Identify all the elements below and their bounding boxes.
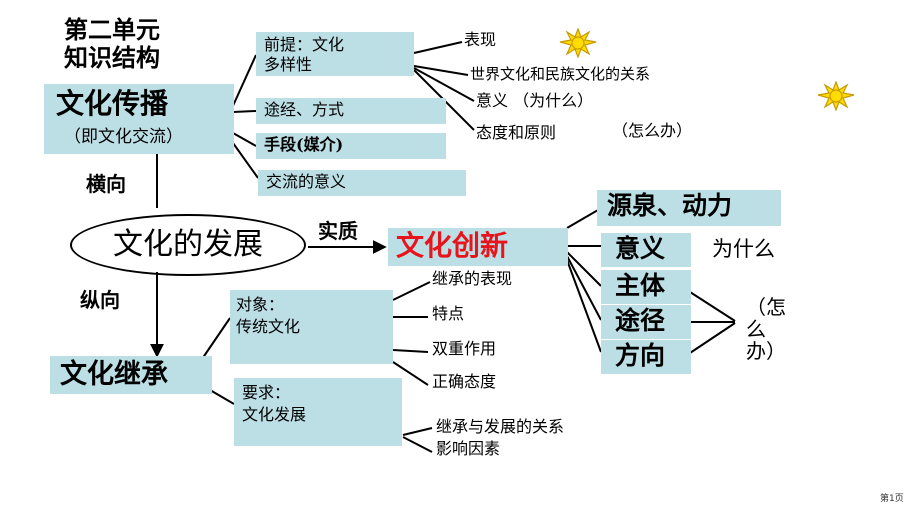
spread-item-way-label: 途经、方式	[264, 100, 345, 119]
innovation-item-subject-label: 主体	[615, 271, 666, 300]
inherit-require: 要求： 文化发展	[234, 378, 402, 446]
innovation-node: 文化创新	[388, 228, 568, 266]
sun-icon	[817, 81, 855, 111]
spread-item-meaning: 交流的意义	[258, 170, 466, 196]
spread-item-premise-line2: 多样性	[264, 55, 313, 74]
center-label: 文化的发展	[113, 227, 263, 262]
sun-icon	[559, 28, 597, 58]
innovation-item-direction: 方向	[601, 340, 691, 374]
spread-item-way: 途经、方式	[256, 98, 446, 124]
innovation-source-label: 源泉、动力	[607, 191, 733, 220]
premise-branch-relation: 世界文化和民族文化的关系	[470, 65, 651, 83]
essence-label: 实质	[318, 219, 358, 243]
inherit-object-line2: 传统文化	[236, 317, 301, 336]
how-note: （怎么办）	[612, 121, 693, 140]
require-branch-factors: 影响因素	[436, 439, 501, 458]
spread-item-medium: 手段(媒介)	[256, 133, 446, 159]
object-branch-attitude: 正确态度	[432, 372, 497, 391]
object-branch-expression: 继承的表现	[432, 269, 513, 288]
vertical-label: 纵向	[80, 288, 120, 312]
innovation-item-meaning-label: 意义	[615, 234, 666, 263]
inherit-node: 文化继承	[50, 356, 212, 394]
innovation-how: （怎么办）	[746, 295, 786, 363]
require-branch-relation: 继承与发展的关系	[436, 417, 565, 436]
innovation-why: 为什么	[712, 237, 775, 261]
unit-title-line2: 知识结构	[64, 43, 160, 72]
premise-branch-meaning: 意义 （为什么）	[476, 91, 594, 110]
spread-title: 文化传播	[56, 87, 169, 120]
object-branch-feature: 特点	[432, 304, 465, 323]
innovation-title: 文化创新	[396, 229, 509, 262]
object-branch-dual-role: 双重作用	[432, 339, 497, 358]
inherit-require-line1: 要求：	[242, 383, 291, 402]
spread-item-meaning-label: 交流的意义	[266, 172, 347, 191]
innovation-item-subject: 主体	[601, 270, 691, 304]
spread-item-premise: 前提：文化 多样性	[256, 32, 414, 76]
page-number: 第1页	[880, 494, 904, 504]
spread-node: 文化传播 （即文化交流）	[44, 84, 234, 154]
innovation-source: 源泉、动力	[597, 190, 781, 226]
horizontal-label: 横向	[86, 172, 126, 196]
innovation-item-direction-label: 方向	[615, 341, 666, 370]
unit-title-line1: 第二单元	[64, 15, 160, 44]
premise-branch-attitude: 态度和原则	[476, 123, 557, 142]
unit-title: 第二单元 知识结构	[64, 16, 160, 72]
inherit-object-line1: 对象：	[236, 295, 285, 314]
center-node: 文化的发展	[70, 214, 306, 276]
premise-branch-expression: 表现	[464, 30, 497, 49]
spread-item-medium-label: 手段(媒介)	[264, 135, 344, 154]
inherit-title: 文化继承	[60, 359, 168, 390]
innovation-item-path-label: 途径	[615, 306, 666, 335]
spread-subtitle: （即文化交流）	[64, 127, 183, 147]
innovation-item-meaning: 意义	[601, 233, 691, 267]
inherit-object: 对象： 传统文化	[230, 290, 393, 364]
innovation-item-path: 途径	[601, 305, 691, 339]
spread-item-premise-line1: 前提：文化	[264, 35, 345, 54]
inherit-require-line2: 文化发展	[242, 405, 307, 424]
